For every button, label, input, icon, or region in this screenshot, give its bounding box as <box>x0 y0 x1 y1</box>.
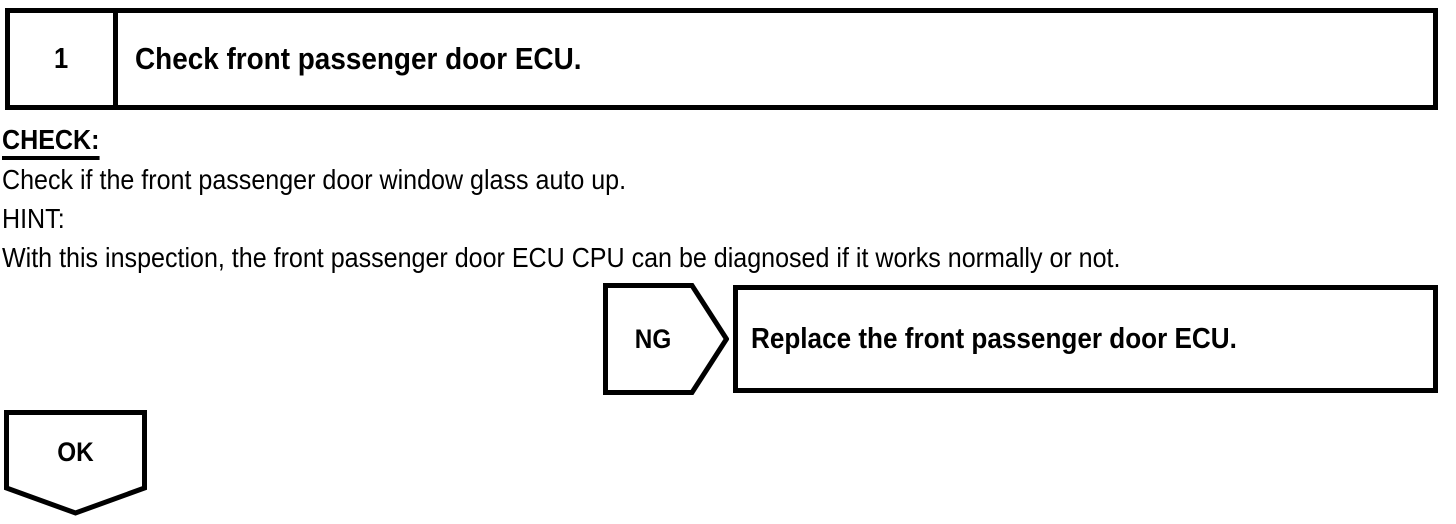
check-label-line: CHECK: <box>2 120 1300 160</box>
hint-text: With this inspection, the front passenge… <box>2 242 1121 273</box>
hint-label: HINT: <box>2 203 65 234</box>
step-body-text: CHECK: Check if the front passenger door… <box>2 120 1452 277</box>
step-number: 1 <box>54 42 69 75</box>
ng-arrow-shape <box>603 283 729 395</box>
ng-result-text: Replace the front passenger door ECU. <box>751 322 1237 355</box>
ng-result-box: Replace the front passenger door ECU. <box>733 285 1438 393</box>
check-text: Check if the front passenger door window… <box>2 164 627 195</box>
check-label: CHECK: <box>2 125 100 160</box>
ok-label: OK <box>57 436 94 467</box>
ng-label: NG <box>634 323 672 354</box>
step-title-cell: Check front passenger door ECU. <box>118 13 1433 105</box>
step-number-cell: 1 <box>10 13 118 105</box>
ok-arrow-shape <box>4 410 147 516</box>
step-header-table: 1 Check front passenger door ECU. <box>5 8 1438 110</box>
step-title: Check front passenger door ECU. <box>135 41 582 76</box>
